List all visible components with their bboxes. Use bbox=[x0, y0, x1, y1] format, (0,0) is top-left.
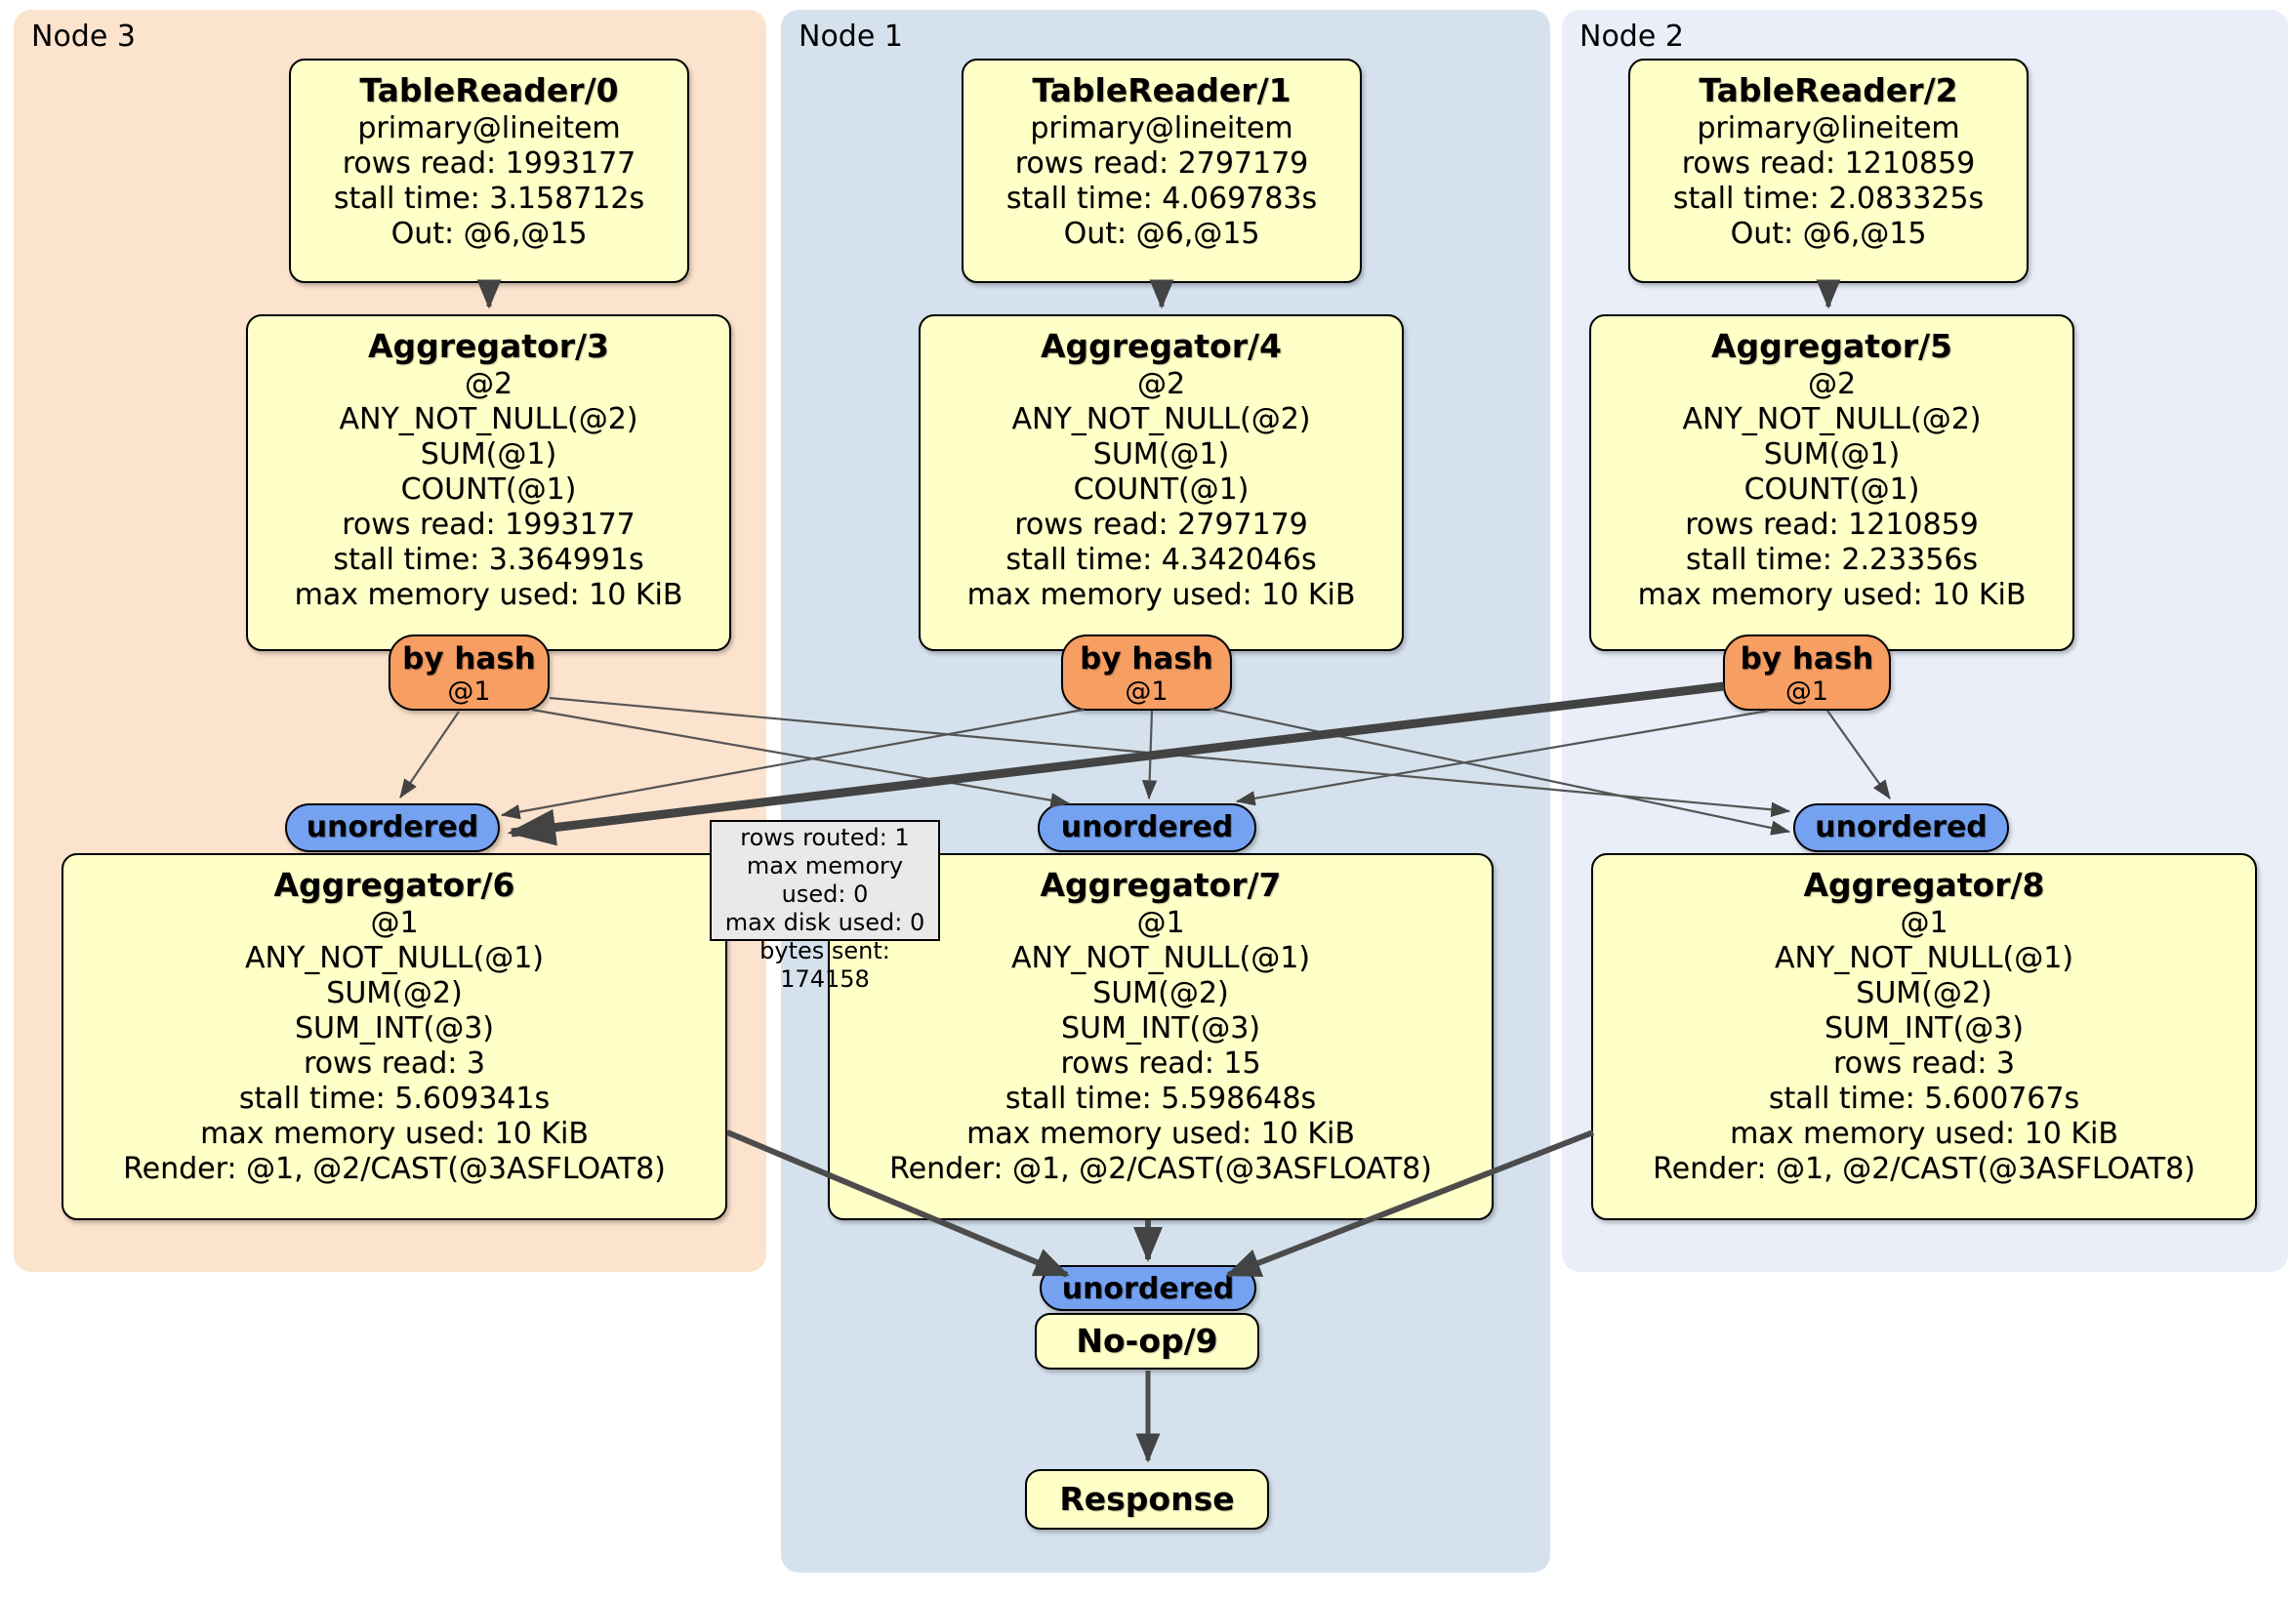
node-detail: @2 bbox=[1807, 367, 1857, 401]
node-title: Aggregator/5 bbox=[1710, 327, 1953, 365]
node-detail: SUM(@1) bbox=[420, 437, 557, 471]
node-detail: primary@lineitem bbox=[357, 111, 621, 145]
node-title: TableReader/1 bbox=[1032, 71, 1292, 109]
node-detail: COUNT(@1) bbox=[400, 472, 577, 507]
node-detail: max memory used: 10 KiB bbox=[294, 578, 683, 612]
tablereader-2-node[interactable]: TableReader/2 primary@lineitem rows read… bbox=[1628, 59, 2029, 283]
node-detail: max memory used: 10 KiB bbox=[1637, 578, 2027, 612]
unordered-sync-node3[interactable]: unordered bbox=[285, 803, 500, 852]
node-detail: SUM_INT(@3) bbox=[1061, 1011, 1260, 1045]
node-title: Response bbox=[1059, 1480, 1235, 1518]
node-detail: SUM_INT(@3) bbox=[295, 1011, 494, 1045]
node-title: TableReader/2 bbox=[1699, 71, 1958, 109]
tooltip-stat: rows routed: 1 bbox=[740, 824, 910, 851]
node-detail: Out: @6,@15 bbox=[1063, 217, 1260, 251]
node-detail: stall time: 5.609341s bbox=[238, 1082, 551, 1116]
node-detail: SUM(@2) bbox=[1856, 976, 1992, 1010]
node3-label: Node 3 bbox=[31, 20, 136, 54]
node-detail: @2 bbox=[1136, 367, 1186, 401]
hash-router-node2[interactable]: by hash @1 bbox=[1723, 635, 1891, 711]
node-detail: rows read: 2797179 bbox=[1014, 508, 1308, 542]
unordered-sync-node2[interactable]: unordered bbox=[1793, 803, 2009, 852]
node-detail: stall time: 3.158712s bbox=[333, 182, 645, 216]
node-detail: SUM_INT(@3) bbox=[1824, 1011, 2024, 1045]
node-detail: max memory used: 10 KiB bbox=[200, 1117, 589, 1151]
node-detail: rows read: 1210859 bbox=[1685, 508, 1979, 542]
node2-label: Node 2 bbox=[1579, 20, 1684, 54]
node-detail: SUM(@2) bbox=[326, 976, 463, 1010]
node-detail: primary@lineitem bbox=[1030, 111, 1293, 145]
stream-stats-tooltip: rows routed: 1 max memory used: 0 max di… bbox=[710, 820, 940, 993]
node-detail: rows read: 1993177 bbox=[342, 508, 636, 542]
router-label: by hash bbox=[1740, 641, 1874, 676]
node-detail: stall time: 5.598648s bbox=[1004, 1082, 1317, 1116]
node-detail: rows read: 3 bbox=[1832, 1046, 2016, 1081]
node-detail: Out: @6,@15 bbox=[1730, 217, 1927, 251]
aggregator-8-node[interactable]: Aggregator/8 @1 ANY_NOT_NULL(@1) SUM(@2)… bbox=[1591, 853, 2257, 1220]
hash-router-node3[interactable]: by hash @1 bbox=[389, 635, 550, 711]
node-detail: COUNT(@1) bbox=[1073, 472, 1250, 507]
aggregator-4-node[interactable]: Aggregator/4 @2 ANY_NOT_NULL(@2) SUM(@1)… bbox=[919, 314, 1404, 651]
node-title: Aggregator/4 bbox=[1040, 327, 1283, 365]
node-title: No-op/9 bbox=[1076, 1322, 1218, 1360]
tablereader-0-node[interactable]: TableReader/0 primary@lineitem rows read… bbox=[289, 59, 689, 283]
hash-router-node1[interactable]: by hash @1 bbox=[1061, 635, 1232, 711]
response-node[interactable]: Response bbox=[1025, 1469, 1269, 1530]
node-detail: Render: @1, @2/CAST(@3ASFLOAT8) bbox=[1653, 1152, 2195, 1186]
node-detail: ANY_NOT_NULL(@1) bbox=[245, 941, 544, 975]
node-detail: SUM(@2) bbox=[1092, 976, 1229, 1010]
aggregator-5-node[interactable]: Aggregator/5 @2 ANY_NOT_NULL(@2) SUM(@1)… bbox=[1589, 314, 2074, 651]
node-detail: rows read: 2797179 bbox=[1014, 146, 1309, 181]
node-detail: stall time: 2.23356s bbox=[1685, 543, 1979, 577]
node-detail: ANY_NOT_NULL(@1) bbox=[1775, 941, 2073, 975]
node1-label: Node 1 bbox=[799, 20, 903, 54]
router-column: @1 bbox=[447, 676, 491, 707]
node-detail: max memory used: 10 KiB bbox=[966, 1117, 1355, 1151]
node-detail: ANY_NOT_NULL(@2) bbox=[1682, 402, 1982, 436]
node-detail: SUM(@1) bbox=[1763, 437, 1901, 471]
router-label: by hash bbox=[1080, 641, 1213, 676]
node-detail: stall time: 4.069783s bbox=[1005, 182, 1318, 216]
node-detail: rows read: 15 bbox=[1060, 1046, 1261, 1081]
node-detail: rows read: 1993177 bbox=[342, 146, 636, 181]
node-detail: max memory used: 10 KiB bbox=[966, 578, 1356, 612]
node-detail: stall time: 4.342046s bbox=[1005, 543, 1317, 577]
node-title: Aggregator/3 bbox=[367, 327, 610, 365]
node-detail: Out: @6,@15 bbox=[390, 217, 588, 251]
node-detail: rows read: 1210859 bbox=[1681, 146, 1976, 181]
node-detail: ANY_NOT_NULL(@2) bbox=[339, 402, 638, 436]
node-detail: COUNT(@1) bbox=[1743, 472, 1920, 507]
node-title: Aggregator/7 bbox=[1040, 866, 1282, 904]
node-detail: ANY_NOT_NULL(@1) bbox=[1011, 941, 1310, 975]
node-detail: Render: @1, @2/CAST(@3ASFLOAT8) bbox=[889, 1152, 1432, 1186]
node-detail: Render: @1, @2/CAST(@3ASFLOAT8) bbox=[123, 1152, 666, 1186]
aggregator-3-node[interactable]: Aggregator/3 @2 ANY_NOT_NULL(@2) SUM(@1)… bbox=[246, 314, 731, 651]
node-detail: stall time: 5.600767s bbox=[1768, 1082, 2080, 1116]
aggregator-6-node[interactable]: Aggregator/6 @1 ANY_NOT_NULL(@1) SUM(@2)… bbox=[62, 853, 727, 1220]
node-title: Aggregator/6 bbox=[273, 866, 515, 904]
node-title: TableReader/0 bbox=[359, 71, 619, 109]
node-detail: @1 bbox=[1900, 906, 1948, 940]
node-detail: stall time: 2.083325s bbox=[1672, 182, 1985, 216]
tablereader-1-node[interactable]: TableReader/1 primary@lineitem rows read… bbox=[962, 59, 1362, 283]
node-detail: @2 bbox=[464, 367, 513, 401]
node-detail: @1 bbox=[1136, 906, 1185, 940]
node-detail: ANY_NOT_NULL(@2) bbox=[1011, 402, 1311, 436]
node-title: Aggregator/8 bbox=[1803, 866, 2045, 904]
node-detail: rows read: 3 bbox=[303, 1046, 486, 1081]
unordered-sync-node1[interactable]: unordered bbox=[1038, 803, 1256, 852]
node-detail: primary@lineitem bbox=[1697, 111, 1960, 145]
unordered-sync-final[interactable]: unordered bbox=[1040, 1265, 1256, 1311]
noop-9-node[interactable]: No-op/9 bbox=[1035, 1313, 1259, 1370]
node-detail: stall time: 3.364991s bbox=[333, 543, 644, 577]
tooltip-stat: max memory used: 0 bbox=[746, 852, 904, 908]
tooltip-stat: bytes sent: 174158 bbox=[759, 937, 890, 993]
node-detail: SUM(@1) bbox=[1092, 437, 1230, 471]
router-column: @1 bbox=[1784, 676, 1829, 707]
node-detail: max memory used: 10 KiB bbox=[1730, 1117, 2118, 1151]
router-column: @1 bbox=[1125, 676, 1168, 707]
router-label: by hash bbox=[402, 641, 536, 676]
tooltip-stat: max disk used: 0 bbox=[724, 909, 925, 936]
node-detail: @1 bbox=[370, 906, 419, 940]
